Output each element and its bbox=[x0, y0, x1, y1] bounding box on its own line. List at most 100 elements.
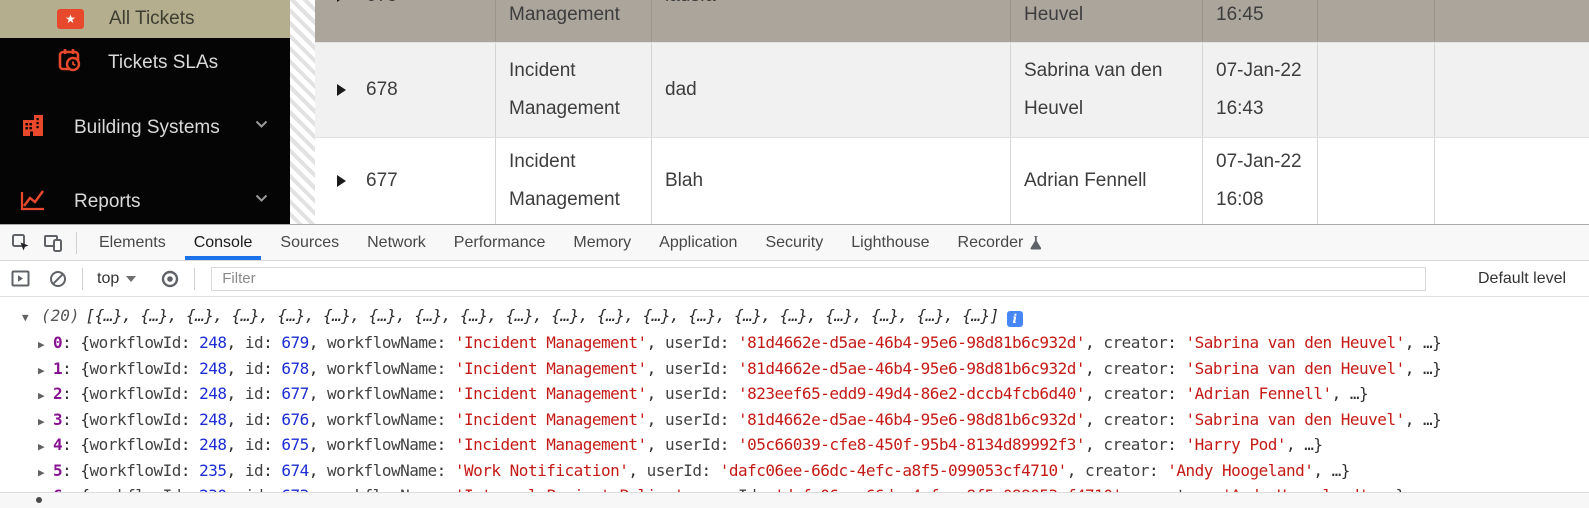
tab-recorder[interactable]: Recorder bbox=[944, 225, 1056, 260]
punctuation: : bbox=[436, 384, 455, 403]
object-key: workflowId bbox=[89, 333, 182, 352]
object-key: creator bbox=[1085, 460, 1149, 480]
chevron-down-icon bbox=[255, 120, 268, 131]
table-row[interactable]: 679 Incident Management ladsfa Sabrina v… bbox=[315, 0, 1589, 43]
empty-cell bbox=[1318, 0, 1435, 42]
string-value: '823eef65-edd9-49d4-86e2-dccb4fcb6d40' bbox=[738, 384, 1086, 403]
summary-cell: dad bbox=[652, 43, 1011, 137]
tab-performance[interactable]: Performance bbox=[440, 225, 560, 260]
object-key: creator bbox=[1139, 486, 1204, 496]
row-expander-icon[interactable] bbox=[337, 0, 346, 2]
punctuation: , bbox=[226, 486, 245, 496]
punctuation: : bbox=[180, 358, 200, 378]
object-key: userId bbox=[664, 409, 720, 429]
tab-label: Elements bbox=[99, 233, 166, 251]
string-value: 'Sabrina van den Heuvel' bbox=[1185, 409, 1406, 429]
string-value: 'Harry Pod' bbox=[1185, 435, 1287, 454]
tab-label: Recorder bbox=[957, 233, 1024, 251]
sidebar-item-all-tickets[interactable]: ★ All Tickets bbox=[0, 0, 290, 38]
punctuation: : bbox=[180, 460, 200, 480]
ticket-id: 678 bbox=[366, 79, 398, 100]
object-key: workflowName bbox=[327, 460, 437, 480]
context-selector[interactable]: top bbox=[97, 270, 137, 288]
array-index: 3 bbox=[53, 409, 63, 429]
punctuation: : bbox=[180, 486, 200, 496]
expand-caret-icon[interactable]: ▶ bbox=[38, 414, 45, 428]
punctuation: , bbox=[646, 409, 665, 429]
punctuation: , …} bbox=[1285, 435, 1323, 454]
punctuation: , bbox=[226, 409, 245, 429]
string-value: 'dafc06ee-66dc-4efc-a8f5-099053cf4710' bbox=[774, 486, 1123, 496]
punctuation: : bbox=[756, 486, 775, 496]
sidebar-item-label: All Tickets bbox=[109, 8, 195, 29]
punctuation: , …} bbox=[1368, 486, 1405, 496]
tab-console[interactable]: Console bbox=[180, 225, 267, 260]
filter-input[interactable] bbox=[211, 266, 1427, 291]
summary-cell: Blah bbox=[652, 138, 1011, 224]
punctuation: , bbox=[628, 460, 647, 480]
number-value: 678 bbox=[281, 358, 309, 378]
sidebar-item-building-systems[interactable]: Building Systems bbox=[0, 106, 290, 150]
expand-caret-icon[interactable]: ▶ bbox=[38, 363, 45, 377]
console-output: ▼(20)[{…}, {…}, {…}, {…}, {…}, {…}, {…},… bbox=[0, 297, 1589, 508]
sidebar-item-reports[interactable]: Reports bbox=[0, 180, 290, 224]
expand-caret-icon[interactable]: ▶ bbox=[38, 389, 45, 402]
punctuation: : bbox=[1148, 460, 1168, 480]
punctuation: , …} bbox=[1404, 409, 1442, 429]
punctuation: : bbox=[180, 435, 200, 454]
tab-elements[interactable]: Elements bbox=[85, 225, 180, 260]
tab-application[interactable]: Application bbox=[645, 225, 751, 260]
punctuation: : bbox=[263, 435, 282, 454]
object-key: userId bbox=[664, 384, 720, 403]
number-value: 248 bbox=[199, 409, 227, 429]
punctuation: , bbox=[683, 486, 702, 496]
building-icon bbox=[20, 112, 46, 144]
table-row[interactable]: 677 Incident Management Blah Adrian Fenn… bbox=[315, 138, 1589, 224]
object-key: workflowId bbox=[89, 358, 182, 378]
table-row[interactable]: 678 Incident Management dad Sabrina van … bbox=[315, 43, 1589, 138]
punctuation: , bbox=[308, 460, 328, 480]
punctuation: : bbox=[1167, 358, 1186, 378]
expand-caret-icon[interactable]: ▶ bbox=[38, 465, 45, 479]
punctuation: , bbox=[308, 486, 328, 496]
row-expander-icon[interactable] bbox=[337, 84, 346, 96]
punctuation: , bbox=[1085, 435, 1104, 454]
tab-memory[interactable]: Memory bbox=[559, 225, 645, 260]
tab-sources[interactable]: Sources bbox=[266, 225, 353, 260]
array-index: 5 bbox=[53, 460, 63, 480]
tab-lighthouse[interactable]: Lighthouse bbox=[837, 225, 943, 260]
console-entry-4: ▶4: {workflowId: 248, id: 675, workflowN… bbox=[0, 433, 1589, 459]
punctuation: : bbox=[263, 409, 282, 429]
array-index: 4 bbox=[53, 435, 63, 454]
console-sidebar-toggle-icon[interactable] bbox=[8, 267, 32, 291]
device-toolbar-icon[interactable] bbox=[42, 232, 64, 254]
row-expander-icon[interactable] bbox=[337, 175, 346, 187]
punctuation: : bbox=[263, 358, 282, 378]
live-expression-eye-icon[interactable] bbox=[158, 267, 182, 291]
workflow-cell: Incident Management bbox=[496, 0, 652, 42]
sidebar-item-tickets-slas[interactable]: Tickets SLAs bbox=[0, 44, 290, 82]
inspect-cursor-icon[interactable] bbox=[10, 232, 32, 254]
log-level-selector[interactable]: Default level bbox=[1478, 269, 1567, 287]
tab-security[interactable]: Security bbox=[751, 225, 837, 260]
punctuation: , …} bbox=[1404, 358, 1442, 378]
bullet-dot-icon bbox=[36, 497, 42, 503]
console-entry-1: ▶1: {workflowId: 248, id: 678, workflowN… bbox=[0, 357, 1589, 383]
info-icon[interactable]: i bbox=[1006, 311, 1023, 327]
punctuation: : bbox=[180, 333, 200, 352]
number-value: 677 bbox=[281, 384, 309, 403]
collapse-caret-icon[interactable]: ▼ bbox=[22, 311, 29, 324]
clear-console-icon[interactable] bbox=[46, 267, 70, 291]
punctuation: : bbox=[1167, 435, 1186, 454]
punctuation: , bbox=[226, 358, 245, 378]
punctuation: : bbox=[1167, 333, 1186, 352]
punctuation: : bbox=[1167, 409, 1186, 429]
string-value: 'Incident Management' bbox=[454, 409, 647, 429]
expand-caret-icon[interactable]: ▶ bbox=[38, 338, 45, 351]
tab-network[interactable]: Network bbox=[353, 225, 440, 260]
punctuation: , bbox=[1121, 486, 1140, 496]
ticket-star-icon: ★ bbox=[57, 9, 84, 29]
punctuation: , bbox=[308, 384, 328, 403]
expand-caret-icon[interactable]: ▶ bbox=[38, 440, 45, 453]
